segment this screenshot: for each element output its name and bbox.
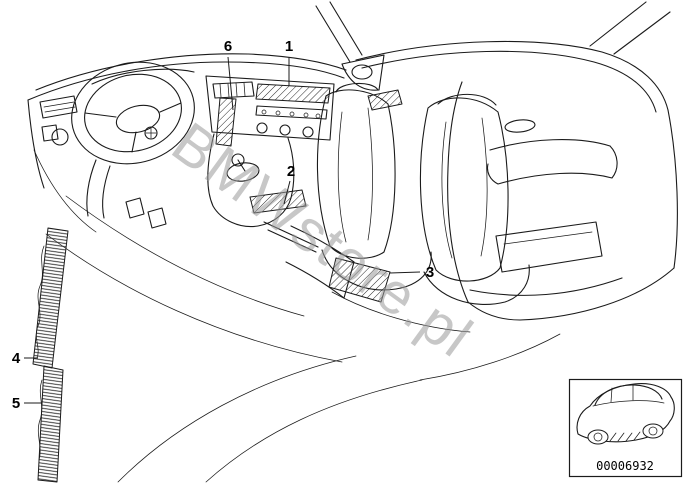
- callout-5[interactable]: 5: [12, 395, 42, 412]
- dashboard: [27, 53, 347, 189]
- climate-knob: [302, 126, 314, 138]
- callout-4[interactable]: 4: [12, 350, 38, 367]
- callout-6[interactable]: 6: [224, 38, 234, 111]
- instrument-cluster: [91, 68, 195, 85]
- callout-6-leader: [227, 56, 234, 111]
- part-id-frame: [568, 378, 683, 478]
- door-panel: [355, 40, 678, 321]
- left-air-vent: [39, 95, 78, 119]
- callout-4-label[interactable]: 4: [12, 350, 21, 367]
- climate-knob: [279, 124, 291, 136]
- car-thumbnail-icon: [576, 383, 675, 445]
- rear-seat: [419, 93, 530, 305]
- pedals: [125, 197, 167, 229]
- climate-knob: [256, 122, 268, 134]
- gear-knob: [231, 153, 245, 167]
- headlight-switch: [51, 128, 69, 146]
- part-3-rear-console-trim: [328, 257, 391, 303]
- center-air-vent: [212, 81, 255, 99]
- part-id-box: 00006932: [568, 378, 683, 478]
- callout-1[interactable]: 1: [285, 38, 293, 86]
- part-number: 00006932: [596, 459, 654, 473]
- callout-2[interactable]: 2: [283, 163, 295, 205]
- steering-column: [86, 159, 111, 219]
- callout-6-label[interactable]: 6: [224, 38, 232, 55]
- callout-3-label[interactable]: 3: [426, 264, 434, 281]
- callout-1-label[interactable]: 1: [285, 38, 293, 55]
- headrest: [437, 93, 497, 106]
- center-stack: [205, 75, 335, 141]
- bmw-roundel-icon: [144, 126, 158, 140]
- headrest: [335, 82, 379, 93]
- part-1-dashboard-trim-strip: [255, 83, 331, 104]
- callout-2-leader: [283, 180, 291, 205]
- callout-3[interactable]: 3: [389, 264, 434, 281]
- shifter-boot: [226, 162, 260, 182]
- steering-hub: [115, 104, 161, 134]
- windshield-pillar-lines: [315, 1, 671, 63]
- center-console: [207, 133, 391, 303]
- part-6-cluster-trim-strip: [215, 97, 237, 147]
- door-handle: [504, 119, 536, 133]
- part-2-console-trim: [249, 189, 307, 214]
- callout-5-label[interactable]: 5: [12, 395, 20, 412]
- callouts: 1 2 3 4 5 6: [12, 38, 434, 412]
- callout-3-leader: [389, 271, 421, 274]
- radio-unit: [255, 105, 328, 120]
- watermark-text: BMWstore.pl: [160, 110, 485, 371]
- door-trim-piece: [367, 89, 403, 111]
- handbrake-lever: [263, 221, 319, 253]
- callout-2-label[interactable]: 2: [287, 163, 295, 180]
- part-5-door-sill-strip: [37, 365, 64, 483]
- door-sill-strips: [32, 227, 69, 483]
- front-seat: [316, 82, 432, 291]
- floor-contour-lines: [33, 149, 561, 483]
- car-interior-drawing: [27, 1, 678, 483]
